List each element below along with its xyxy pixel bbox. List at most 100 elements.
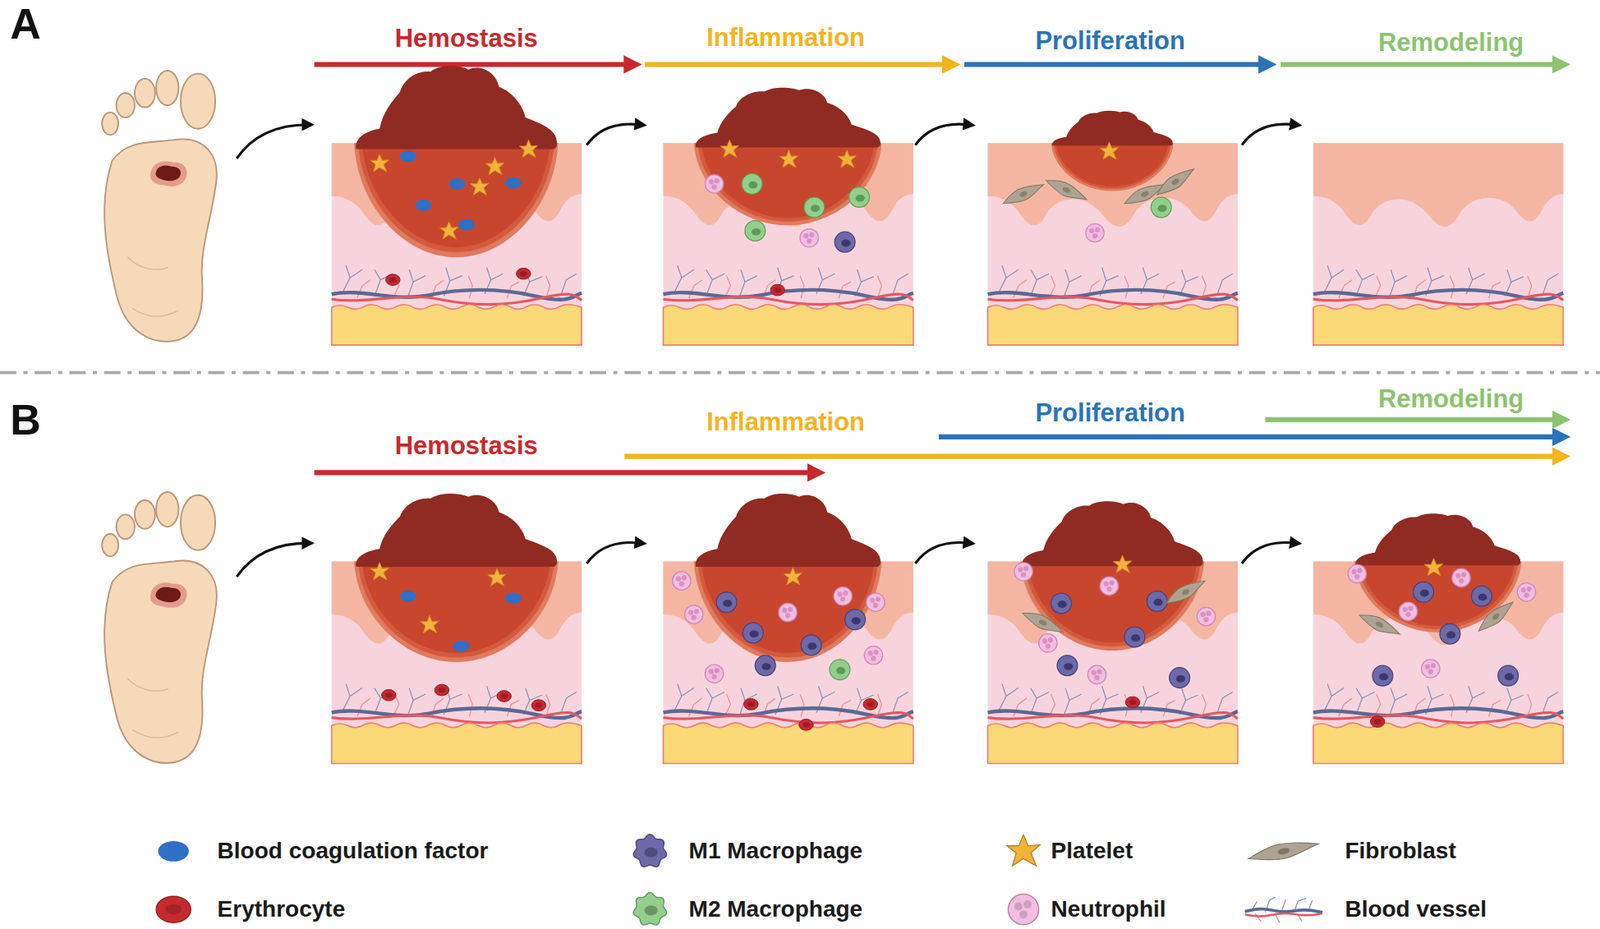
cells [845,609,866,630]
cells [1039,634,1058,653]
cells [1474,597,1518,636]
cells [386,274,400,286]
phase-arrows [964,61,1269,67]
legend-label: Erythrocyte [217,896,346,923]
cells [1424,558,1443,576]
cells [744,220,766,242]
cells [1087,665,1106,684]
cells [1099,142,1118,160]
panel-separator [0,371,1600,375]
cells [1124,626,1145,648]
cells [864,646,883,665]
cells [704,664,723,683]
cells [1439,623,1461,644]
legend-label: Neutrophil [1051,896,1167,923]
cells [381,689,396,701]
cells [800,634,822,656]
cells [1498,665,1519,686]
legend-swatch [633,834,667,868]
cells [370,154,389,172]
cells [1125,696,1140,709]
legend-swatch [1007,894,1039,925]
legend-swatch [1277,846,1291,856]
phase-arrows [314,469,819,475]
step-arrows [236,542,309,577]
cells [834,231,856,253]
phase-label: Inflammation [706,408,865,438]
cells [799,718,814,731]
cells [744,698,759,711]
cells [485,157,504,175]
foot-illustration [101,70,217,764]
phase-arrows [1280,61,1564,67]
cells [1398,602,1417,621]
cells [1163,574,1209,609]
phase-arrows [644,61,953,67]
cells [783,567,802,585]
step-arrows [914,124,970,146]
cells [1099,576,1118,595]
step-arrows [586,542,641,564]
cells [779,150,798,168]
cells [704,174,723,194]
legend-swatch [1007,894,1039,925]
legend-label: M1 Macrophage [689,837,864,865]
cells [720,139,739,157]
cells [370,562,389,580]
legend-swatch [644,846,658,857]
cells [420,615,439,633]
foot-illustration [101,70,217,342]
cells [449,178,466,190]
step-arrows [586,124,641,146]
cells [833,587,852,606]
legend-swatch [1019,910,1028,919]
legend-label: Fibroblast [1344,837,1456,865]
legend-swatch [1023,900,1032,909]
cells [1413,581,1435,603]
cells [505,592,522,604]
legend-swatch [1006,834,1040,866]
cells [866,593,885,612]
cells [1020,606,1067,638]
skin-section [1313,142,1564,345]
cells [531,699,546,712]
cells [685,605,704,624]
phase-label: Hemostasis [395,23,538,54]
foot-illustration [101,491,217,764]
legend-label: Blood coagulation factor [217,837,489,865]
phase-label: Inflammation [706,22,865,53]
wound-bed [1051,110,1174,192]
panel-letter: A [9,0,42,50]
cells [453,640,470,653]
legend-swatch [156,896,191,923]
legend-swatch [158,841,189,862]
cells [458,219,475,231]
cells [754,655,776,676]
wound-bed [1020,501,1205,651]
cells [1372,665,1394,686]
phase-label: Proliferation [1034,398,1186,428]
phase-arrows [314,64,1564,474]
legend-swatch [633,892,667,926]
cells [800,229,819,248]
cells [778,602,797,621]
cells [1153,163,1198,200]
legend-label: Platelet [1051,837,1134,865]
cells [370,139,1536,731]
step-arrows [236,124,309,159]
cells [400,590,417,603]
legend-swatch [1245,909,1323,913]
skin-section [331,142,1564,764]
cells [1051,593,1072,614]
cells [1347,564,1366,583]
cells [716,592,737,613]
legend-label: M2 Macrophage [689,896,864,923]
cells [1057,655,1078,676]
legend-swatch [156,896,191,923]
cells [863,698,878,711]
cells [770,284,785,296]
legend-swatch [158,841,189,862]
cells [470,177,489,195]
cells [672,571,691,590]
